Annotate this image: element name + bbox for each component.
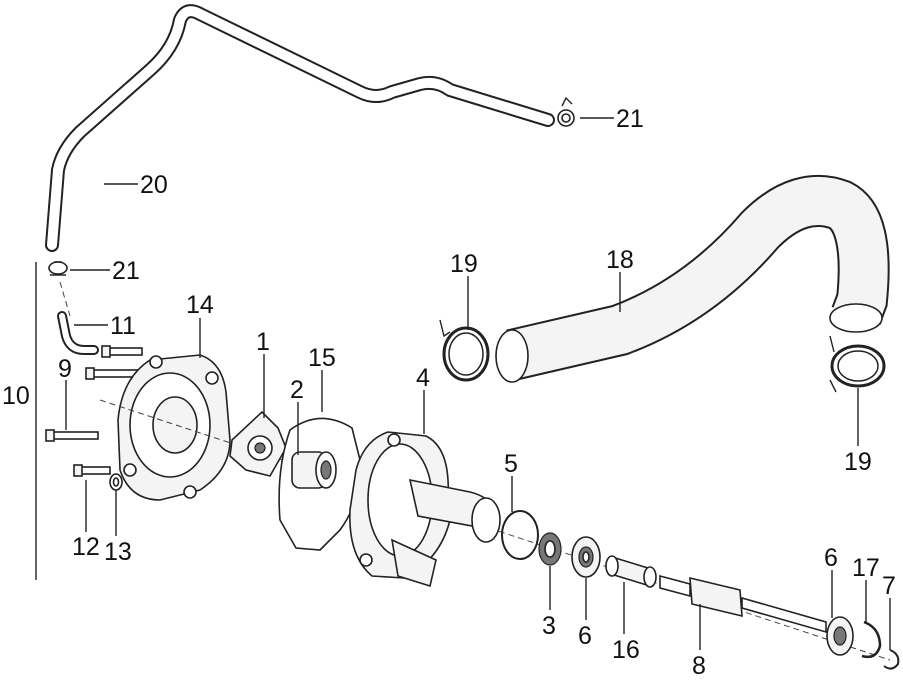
spacer-16 <box>605 555 657 588</box>
hose-18 <box>495 174 890 383</box>
bolt-12 <box>73 464 111 477</box>
callout-21-left: 21 <box>112 257 140 285</box>
bearing-6-right <box>826 616 854 656</box>
leader-lines <box>65 117 891 650</box>
shaft-8 <box>659 574 827 634</box>
callout-12: 12 <box>72 533 100 561</box>
callout-6-right: 6 <box>824 544 838 572</box>
hose-clamp-19-left <box>439 319 490 382</box>
callout-2: 2 <box>290 376 304 404</box>
hose-20 <box>45 4 555 252</box>
callout-13: 13 <box>104 538 132 566</box>
callout-7: 7 <box>882 572 896 600</box>
callout-20: 20 <box>140 171 168 199</box>
callout-16: 16 <box>612 636 640 664</box>
callout-19-right: 19 <box>844 448 872 476</box>
hose-clamp-19-right <box>829 335 886 393</box>
washer-13 <box>109 473 123 491</box>
pump-cover-14 <box>117 354 231 501</box>
pump-housing-4 <box>349 431 501 588</box>
callout-15: 15 <box>308 344 336 372</box>
impeller-1 <box>229 410 287 477</box>
callout-9: 9 <box>58 355 72 383</box>
callout-8: 8 <box>692 652 706 680</box>
hose-clamp-21-top <box>557 96 575 127</box>
bearing-3 <box>538 532 562 566</box>
bolts-9 <box>45 345 143 442</box>
callout-6-left: 6 <box>578 622 592 650</box>
mechanical-seal-2 <box>291 451 337 489</box>
callout-14: 14 <box>186 291 214 319</box>
callout-19-left: 19 <box>450 250 478 278</box>
callout-labels: 21 20 21 11 9 10 12 13 14 1 2 15 4 5 19 … <box>2 105 896 680</box>
callout-21-top: 21 <box>616 105 644 133</box>
callout-3: 3 <box>542 612 556 640</box>
callout-17: 17 <box>852 554 880 582</box>
callout-18: 18 <box>606 246 634 274</box>
bearing-6-left <box>571 536 601 578</box>
callout-5: 5 <box>504 450 518 478</box>
callout-11: 11 <box>110 312 136 340</box>
elbow-fitting-11 <box>57 311 99 355</box>
o-ring-5 <box>501 510 539 560</box>
callout-1: 1 <box>256 328 270 356</box>
hose-clamp-21-left <box>48 261 68 276</box>
callout-10: 10 <box>2 382 30 410</box>
circlip-7 <box>883 649 900 670</box>
callout-4: 4 <box>416 364 430 392</box>
circlip-17 <box>861 620 882 659</box>
